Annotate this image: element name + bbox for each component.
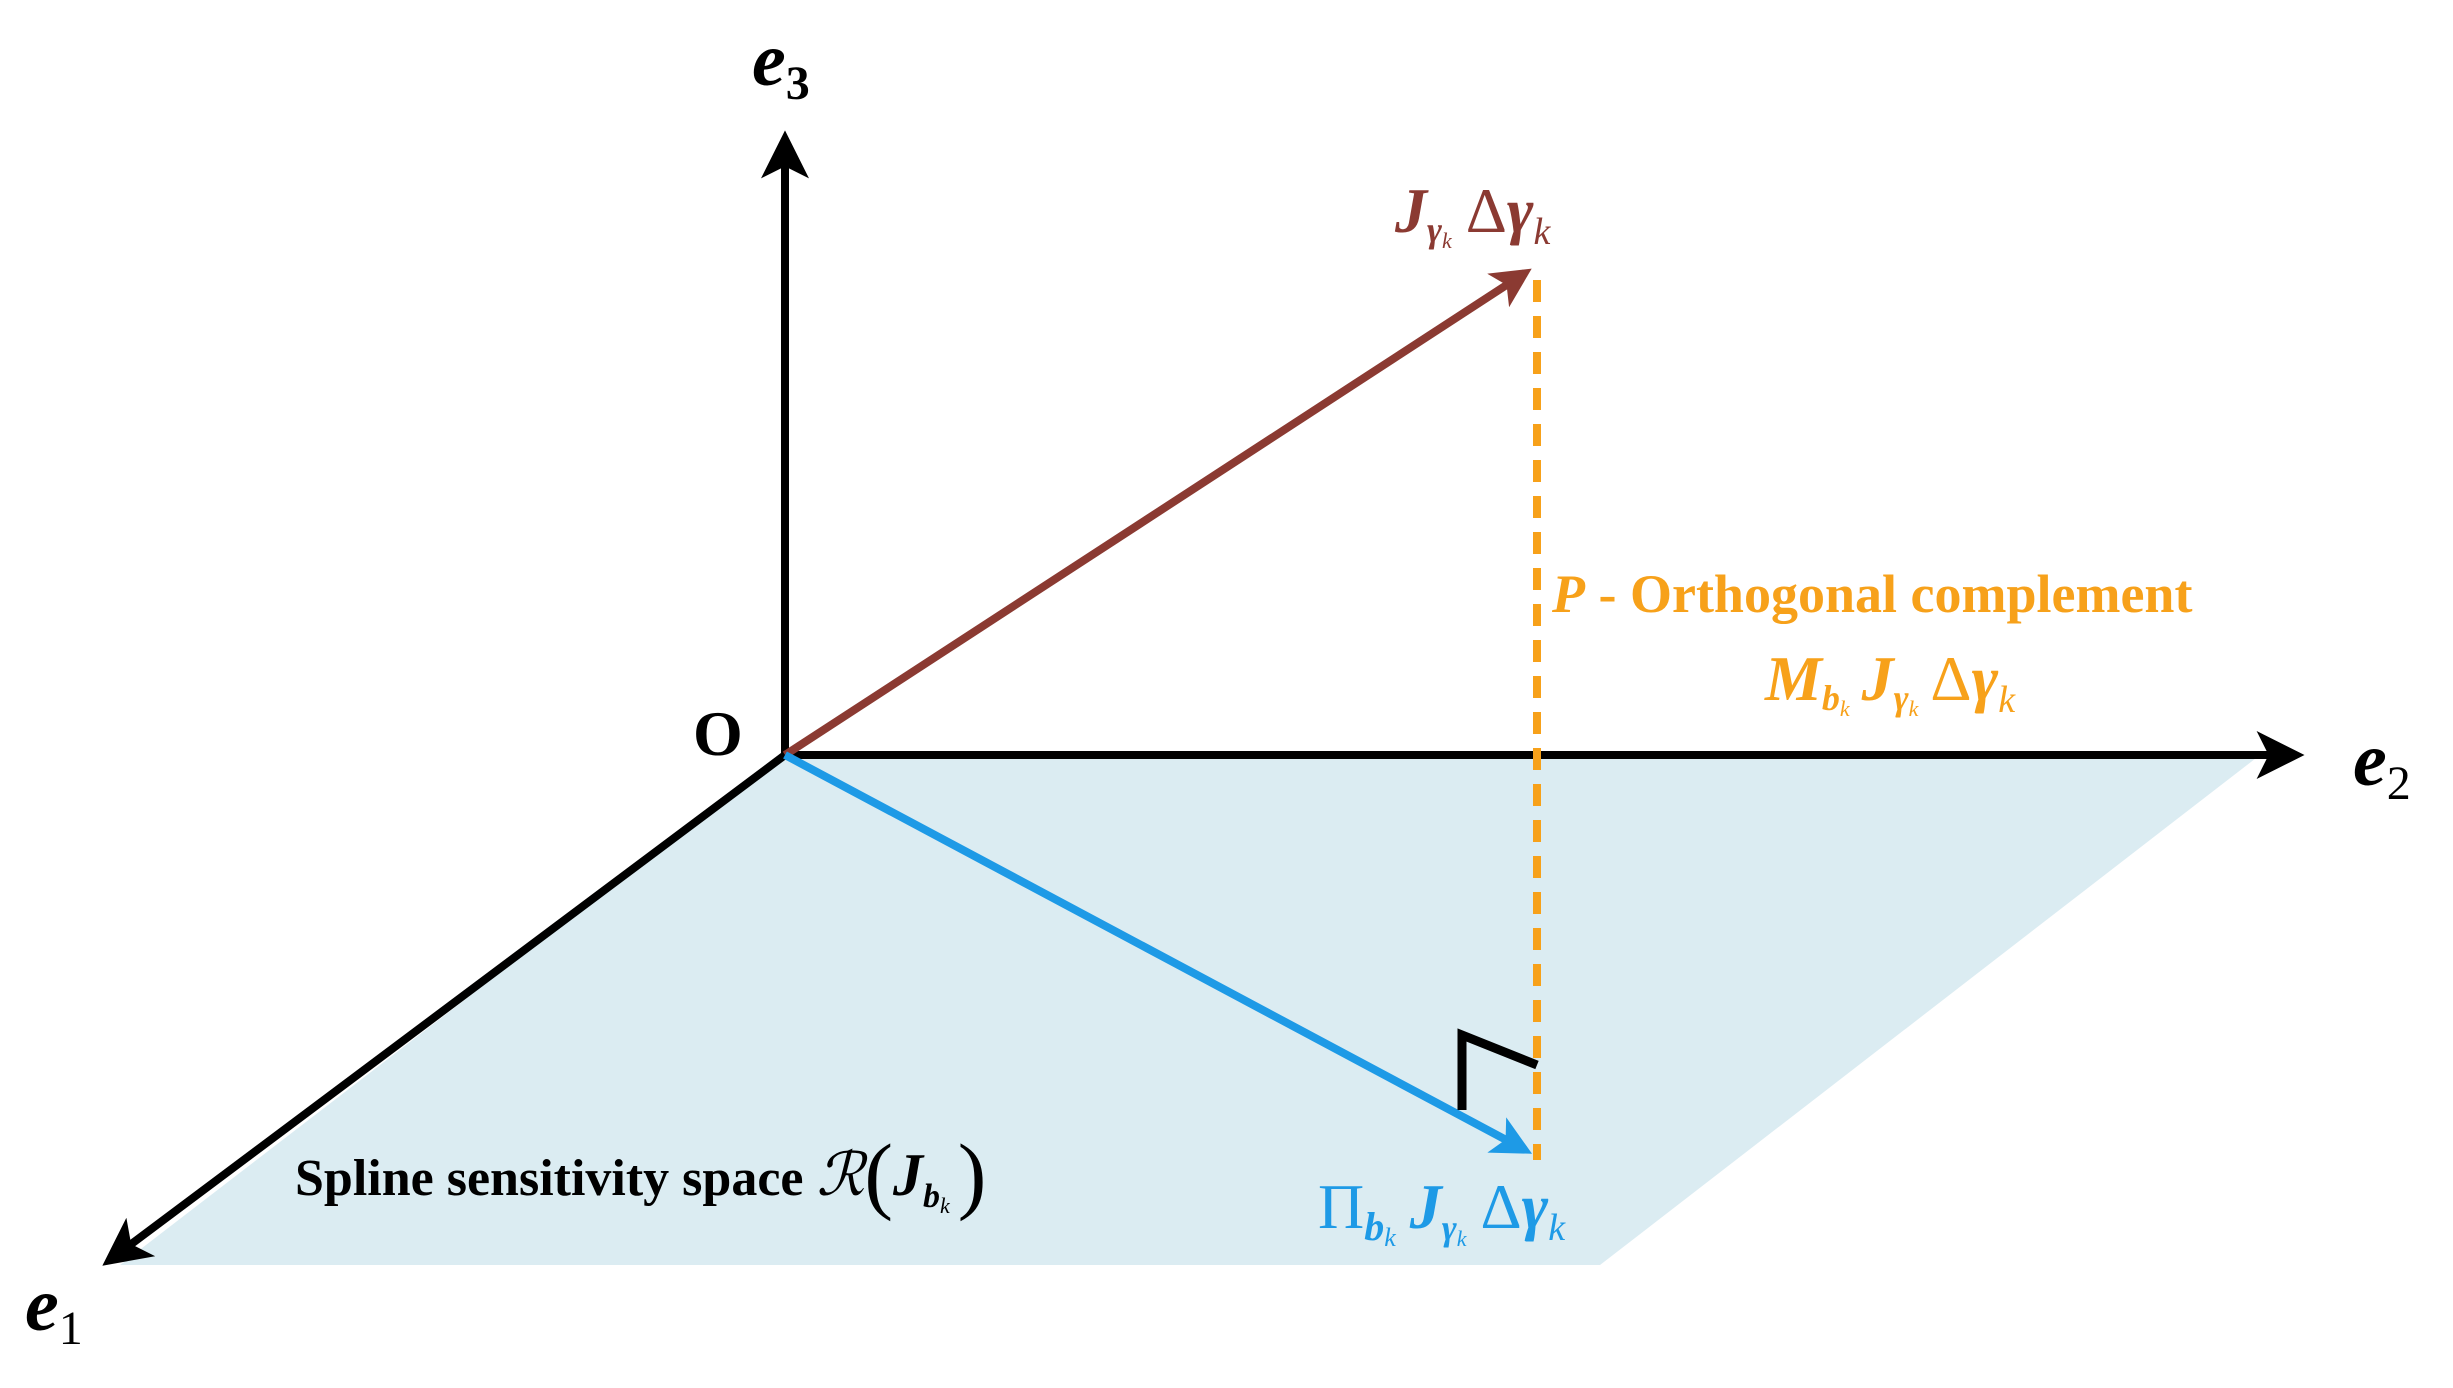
- axis-e3-label: e3: [752, 18, 810, 110]
- plane-label: Spline sensitivity space ℛ(Jbk): [295, 1126, 986, 1222]
- axis-e1-label: e1: [25, 1263, 83, 1355]
- right-angle-marker: [1457, 1028, 1539, 1110]
- vector-J-delta-gamma: [782, 268, 1532, 759]
- origin-label: O: [693, 698, 743, 769]
- vector-projection: [783, 751, 1533, 1154]
- axis-e1: [102, 751, 788, 1266]
- axis-e2-label: e2: [2353, 718, 2411, 810]
- sensitivity-plane: [120, 755, 2260, 1265]
- complement-title: P - Orthogonal complement: [1551, 564, 2192, 624]
